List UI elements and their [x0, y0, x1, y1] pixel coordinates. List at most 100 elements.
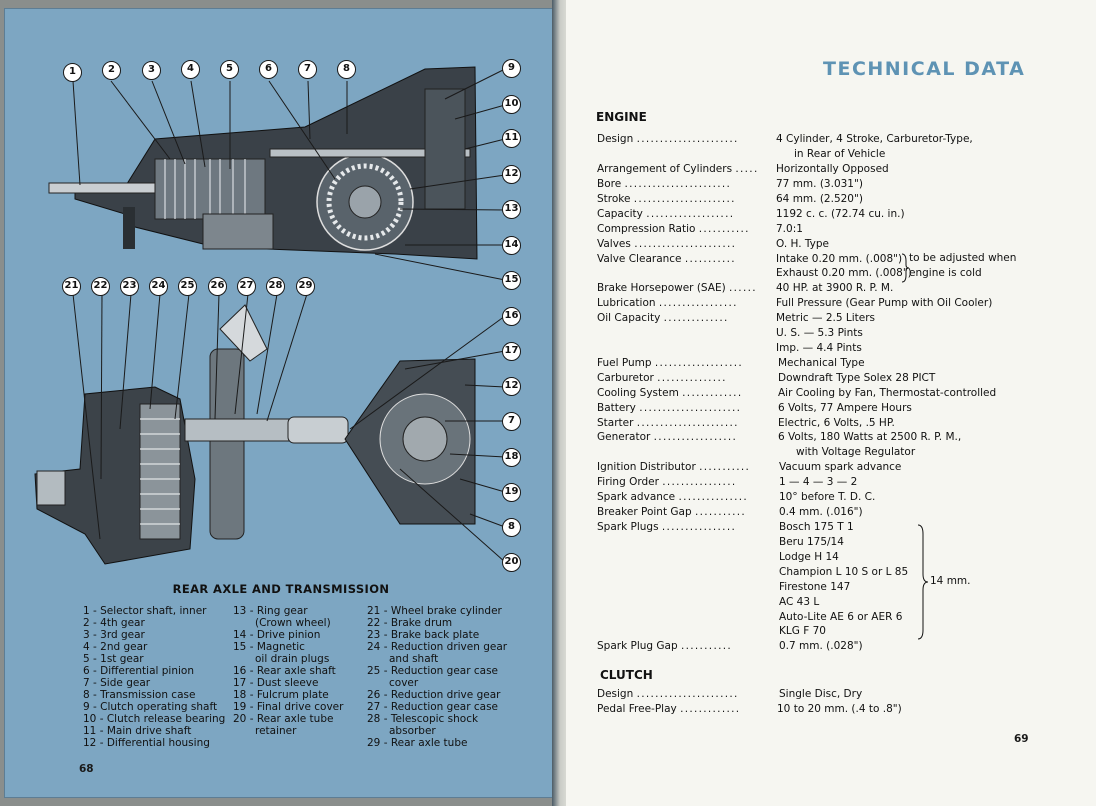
engine-spec-value: 0.4 mm. (.016")	[779, 506, 863, 518]
legend-item: 27 - Reduction gear case	[367, 701, 499, 713]
callout-12-lower: 12	[502, 377, 521, 396]
engine-spec-label: Valves ......................	[597, 238, 737, 250]
spark-plug-size-note: 14 mm.	[930, 575, 971, 587]
callout-12: 12	[502, 165, 521, 184]
legend-item: 13 - Ring gear	[233, 605, 308, 617]
callout-23: 23	[120, 277, 139, 296]
engine-spec-value: Metric — 2.5 Liters	[776, 312, 875, 324]
legend-item: 3 - 3rd gear	[83, 629, 145, 641]
callout-7-lower: 7	[502, 412, 521, 431]
engine-spec-value: Auto-Lite AE 6 or AER 6	[779, 611, 903, 623]
engine-spec-label: Oil Capacity ..............	[597, 312, 729, 324]
clutch-spec-value: Single Disc, Dry	[779, 688, 863, 700]
callout-20: 20	[502, 553, 521, 572]
engine-spec-label: Fuel Pump ...................	[597, 357, 743, 369]
callout-17: 17	[502, 342, 521, 361]
engine-spec-value: 4 Cylinder, 4 Stroke, Carburetor-Type,	[776, 133, 973, 145]
engine-spec-value: 10° before T. D. C.	[779, 491, 876, 503]
legend-item: 7 - Side gear	[83, 677, 151, 689]
diagram-heading: REAR AXLE AND TRANSMISSION	[172, 582, 390, 596]
engine-spec-value: 6 Volts, 180 Watts at 2500 R. P. M.,	[778, 431, 962, 443]
callout-11: 11	[502, 129, 521, 148]
engine-spec-label: Starter ......................	[597, 417, 739, 429]
legend-item: 28 - Telescopic shock	[367, 713, 479, 725]
callout-10: 10	[502, 95, 521, 114]
clutch-heading: CLUTCH	[600, 668, 653, 682]
callout-16: 16	[502, 307, 521, 326]
right-page: TECHNICAL DATA ENGINE Design ...........…	[566, 0, 1096, 806]
engine-spec-value: Bosch 175 T 1	[779, 521, 854, 533]
engine-spec-value: with Voltage Regulator	[796, 446, 916, 458]
callout-21: 21	[62, 277, 81, 296]
legend-item: 29 - Rear axle tube	[367, 737, 468, 749]
engine-spec-value: 1 — 4 — 3 — 2	[779, 476, 858, 488]
legend-item: 23 - Brake back plate	[367, 629, 480, 641]
engine-spec-value: 7.0:1	[776, 223, 803, 235]
engine-spec-label: Stroke ......................	[597, 193, 736, 205]
page-title: TECHNICAL DATA	[823, 58, 1026, 80]
legend-item: 9 - Clutch operating shaft	[83, 701, 218, 713]
legend-item: 22 - Brake drum	[367, 617, 453, 629]
legend-item: 19 - Final drive cover	[233, 701, 344, 713]
legend-item: 18 - Fulcrum plate	[233, 689, 329, 701]
callout-25: 25	[178, 277, 197, 296]
engine-spec-value: Beru 175/14	[779, 536, 844, 548]
callout-26: 26	[208, 277, 227, 296]
engine-spec-label: Breaker Point Gap ...........	[597, 506, 747, 518]
engine-spec-label: Valve Clearance ...........	[597, 253, 736, 265]
legend-item: 25 - Reduction gear case	[367, 665, 499, 677]
engine-spec-label: Ignition Distributor ...........	[597, 461, 751, 473]
engine-spec-value: 1192 c. c. (72.74 cu. in.)	[776, 208, 905, 220]
lower-axle-drawing	[34, 304, 476, 565]
engine-spec-value: 77 mm. (3.031")	[776, 178, 863, 190]
engine-spec-value: Lodge H 14	[779, 551, 839, 563]
engine-spec-value: Intake 0.20 mm. (.008")	[776, 253, 903, 265]
engine-spec-label: Spark Plugs ................	[597, 521, 737, 533]
engine-spec-value: Horizontally Opposed	[776, 163, 889, 175]
engine-spec-value: 6 Volts, 77 Ampere Hours	[778, 402, 912, 414]
valve-clearance-note-line1: to be adjusted when	[909, 252, 1017, 264]
legend-item: 26 - Reduction drive gear	[367, 689, 501, 701]
legend-item: 2 - 4th gear	[83, 617, 145, 629]
callout-14: 14	[502, 236, 521, 255]
engine-spec-value: AC 43 L	[779, 596, 820, 608]
callout-1: 1	[63, 63, 82, 82]
engine-spec-value: 40 HP. at 3900 R. P. M.	[776, 282, 894, 294]
engine-spec-value: in Rear of Vehicle	[794, 148, 886, 160]
engine-spec-label: Spark Plug Gap ...........	[597, 640, 732, 652]
callout-15: 15	[502, 271, 521, 290]
engine-spec-value: Full Pressure (Gear Pump with Oil Cooler…	[776, 297, 993, 309]
clutch-spec-label: Design ......................	[597, 688, 739, 700]
callout-19: 19	[502, 483, 521, 502]
engine-spec-label: Compression Ratio ...........	[597, 223, 750, 235]
transmission-cutaway-diagram	[34, 66, 506, 565]
clutch-spec-value: 10 to 20 mm. (.4 to .8")	[777, 703, 902, 715]
engine-spec-value: O. H. Type	[776, 238, 830, 250]
callout-28: 28	[266, 277, 285, 296]
callout-29: 29	[296, 277, 315, 296]
engine-spec-value: Champion L 10 S or L 85	[779, 566, 909, 578]
legend-column-2: 13 - Ring gear (Crown wheel) 14 - Drive …	[233, 605, 343, 737]
legend-column-1: 1 - Selector shaft, inner 2 - 4th gear 3…	[83, 605, 225, 749]
callout-13: 13	[502, 200, 521, 219]
legend-item: 24 - Reduction driven gear	[367, 641, 508, 653]
valve-clearance-note-line2: engine is cold	[909, 267, 982, 279]
callout-8-lower: 8	[502, 518, 521, 537]
callout-5: 5	[220, 60, 239, 79]
engine-spec-value: Imp. — 4.4 Pints	[776, 342, 862, 354]
callout-24: 24	[149, 277, 168, 296]
legend-item-continuation: absorber	[389, 725, 436, 737]
legend-item: 11 - Main drive shaft	[83, 725, 192, 737]
engine-spec-value: 64 mm. (2.520")	[776, 193, 863, 205]
clutch-spec-label: Pedal Free-Play .............	[597, 703, 741, 715]
legend-item: 16 - Rear axle shaft	[233, 665, 336, 677]
engine-spec-label: Cooling System .............	[597, 387, 743, 399]
callout-22: 22	[91, 277, 110, 296]
legend-item: 20 - Rear axle tube	[233, 713, 334, 725]
callout-6: 6	[259, 60, 278, 79]
callout-2: 2	[102, 61, 121, 80]
legend-item: 5 - 1st gear	[83, 653, 144, 665]
legend-item: 6 - Differential pinion	[83, 665, 194, 677]
engine-spec-value: Air Cooling by Fan, Thermostat-controlle…	[778, 387, 997, 399]
